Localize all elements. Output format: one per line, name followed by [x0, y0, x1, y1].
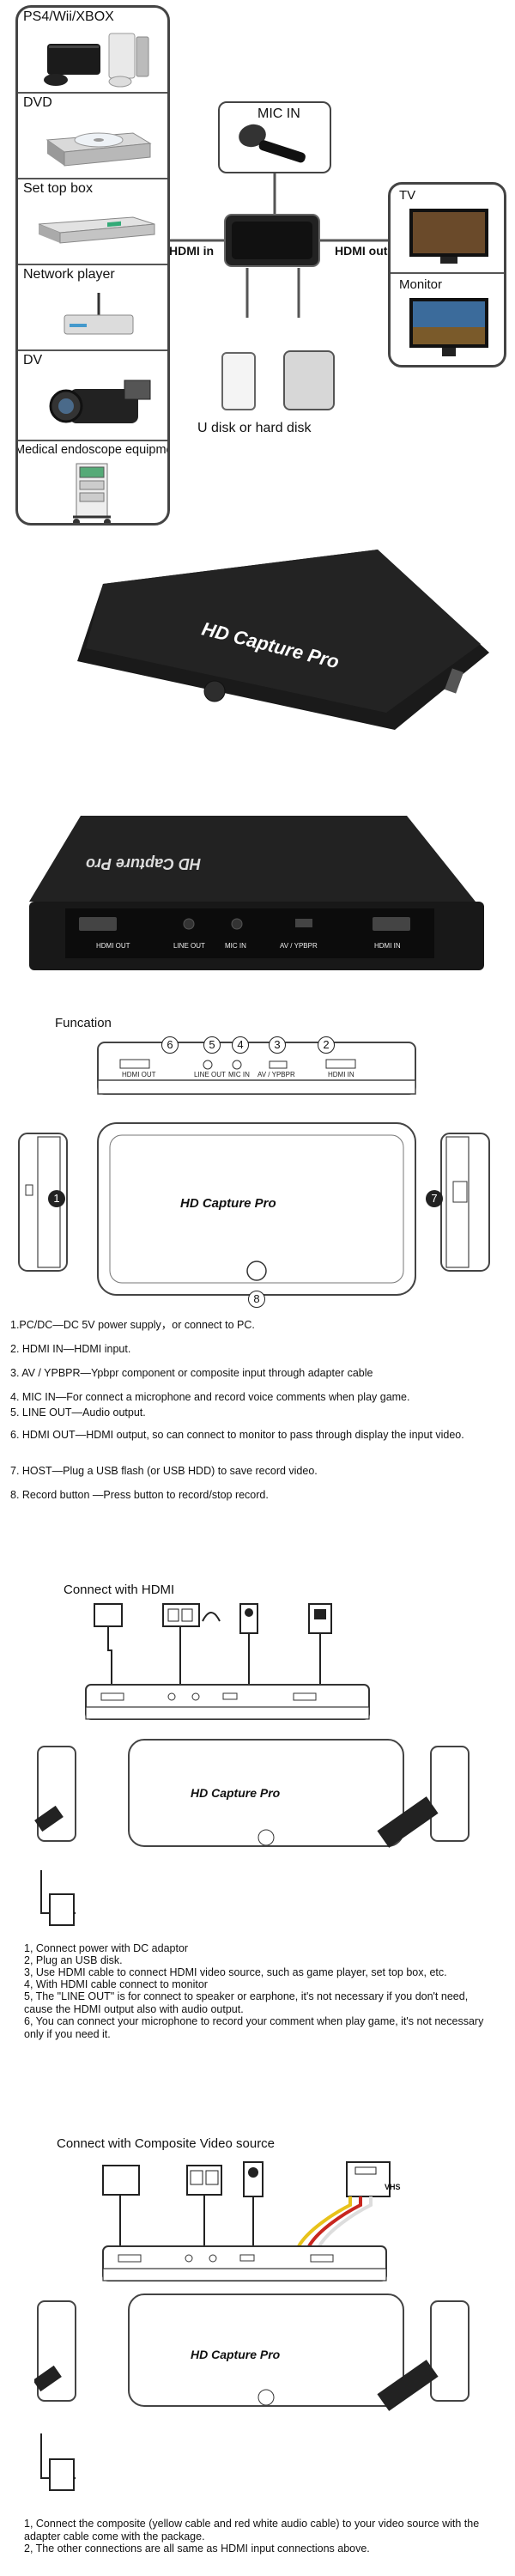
port-number-badge: 6	[161, 1036, 179, 1054]
hdmi-device-top-view	[34, 1739, 470, 1848]
source-cell-set-top-box: Set top box	[18, 179, 167, 265]
source-label: Medical endoscope equipment	[15, 443, 170, 457]
vhs-label: VHS	[385, 2183, 401, 2191]
hdmi-step-2: 2, Plug an USB disk.	[24, 1954, 123, 1966]
hdmi-device-brand: HD Capture Pro	[191, 1786, 281, 1800]
connection-diagram	[170, 173, 388, 318]
composite-power-adapter-icon	[40, 2433, 76, 2491]
port-number-badge: 5	[203, 1036, 221, 1054]
function-desc-4: 4. MIC IN—For connect a microphone and r…	[10, 1391, 410, 1403]
usb-flash-icon	[221, 352, 256, 410]
composite-step-1: 1, Connect the composite (yellow cable a…	[24, 2518, 480, 2543]
function-desc-8: 8. Record button —Press button to record…	[10, 1489, 269, 1501]
device-photo-front: HD Capture Pro	[29, 816, 484, 970]
port-text-line-out: LINE OUT	[194, 1071, 226, 1078]
composite-step-2: 2, The other connections are all same as…	[24, 2543, 370, 2555]
source-label: Network player	[23, 267, 115, 282]
function-desc-6: 6. HDMI OUT—HDMI output, so can connect …	[10, 1429, 464, 1441]
function-desc-1: 1.PC/DC—DC 5V power supply，or connect to…	[10, 1319, 255, 1331]
hdmi-step-3: 3, Use HDMI cable to connect HDMI video …	[24, 1966, 447, 1978]
record-number-badge: 8	[248, 1291, 265, 1308]
source-label: PS4/Wii/XBOX	[23, 9, 114, 24]
set-top-box-icon	[38, 216, 155, 244]
function-title: Funcation	[55, 1016, 112, 1030]
output-label: TV	[399, 188, 416, 203]
port-label-mic-in: MIC IN	[225, 942, 246, 950]
device-photo-top: HD Capture Pro	[77, 550, 489, 730]
microphone-icon	[239, 124, 306, 163]
port-number-badge: 3	[269, 1036, 286, 1054]
mic-in-label: MIC IN	[258, 106, 300, 121]
port-label-hdmi-in: HDMI IN	[374, 942, 401, 950]
composite-device-top-view	[34, 2293, 470, 2411]
monitor-icon	[409, 298, 488, 356]
source-cell-dv: DV	[18, 351, 167, 441]
function-desc-2: 2. HDMI IN—HDMI input.	[10, 1343, 131, 1355]
function-desc-7: 7. HOST—Plug a USB flash (or USB HDD) to…	[10, 1465, 318, 1477]
storage-label: U disk or hard disk	[197, 421, 312, 435]
hard-disk-icon	[283, 350, 335, 410]
camcorder-icon	[49, 380, 151, 423]
function-device-views	[18, 1122, 490, 1296]
port-label-line-out: LINE OUT	[173, 942, 205, 950]
composite-section-title: Connect with Composite Video source	[57, 2136, 276, 2151]
composite-device-brand: HD Capture Pro	[191, 2348, 281, 2361]
hdmi-step-6: 6, You can connect your microphone to re…	[24, 2015, 484, 2040]
side-number-badge: 7	[426, 1190, 443, 1207]
dvd-player-icon	[45, 132, 152, 167]
output-devices-panel: TV Monitor	[388, 182, 506, 368]
mic-in-panel: MIC IN	[218, 101, 331, 173]
port-number-badge: 4	[232, 1036, 249, 1054]
function-port-diagram: HDMI OUT LINE OUT MIC IN AV / YPBPR HDMI…	[97, 1042, 416, 1095]
port-label-av: AV / YPBPR	[280, 942, 318, 950]
port-text-hdmi-in: HDMI IN	[328, 1071, 354, 1078]
port-text-hdmi-out: HDMI OUT	[122, 1071, 156, 1078]
composite-connection-diagram	[102, 2161, 391, 2281]
function-desc-5: 5. LINE OUT—Audio output.	[10, 1406, 146, 1419]
endoscope-cart-icon	[73, 463, 111, 523]
function-desc-3: 3. AV / YPBPR—Ypbpr component or composi…	[10, 1367, 373, 1379]
output-label: Monitor	[399, 277, 443, 292]
source-devices-panel: PS4/Wii/XBOX DVD Set top box Networ	[15, 5, 170, 526]
power-adapter-icon	[40, 1870, 76, 1926]
hdmi-in-label: HDMI in	[169, 244, 215, 258]
source-label: DV	[23, 353, 43, 368]
tv-icon	[409, 209, 488, 264]
game-console-icon	[44, 33, 149, 88]
port-text-av: AV / YPBPR	[258, 1071, 295, 1078]
hdmi-connection-diagram	[85, 1603, 370, 1720]
hdmi-out-label: HDMI out	[335, 244, 388, 258]
source-cell-dvd: DVD	[18, 94, 167, 179]
port-text-mic-in: MIC IN	[228, 1071, 250, 1078]
source-cell-network-player: Network player	[18, 265, 167, 351]
source-cell-endoscope: Medical endoscope equipment	[15, 441, 170, 523]
hdmi-step-5: 5, The "LINE OUT" is for connect to spea…	[24, 1990, 469, 2015]
device-brand-front: HD Capture Pro	[86, 855, 201, 872]
port-label-hdmi-out: HDMI OUT	[96, 942, 130, 950]
hdmi-section-title: Connect with HDMI	[64, 1583, 175, 1597]
side-number-badge: 1	[48, 1190, 65, 1207]
source-label: DVD	[23, 95, 52, 110]
hdmi-step-4: 4, With HDMI cable connect to monitor	[24, 1978, 208, 1990]
function-brand: HD Capture Pro	[180, 1196, 276, 1211]
hdmi-step-1: 1, Connect power with DC adaptor	[24, 1942, 189, 1954]
network-player-icon	[64, 293, 134, 335]
port-number-badge: 2	[318, 1036, 335, 1054]
source-label: Set top box	[23, 181, 93, 196]
source-cell-console: PS4/Wii/XBOX	[18, 8, 167, 94]
